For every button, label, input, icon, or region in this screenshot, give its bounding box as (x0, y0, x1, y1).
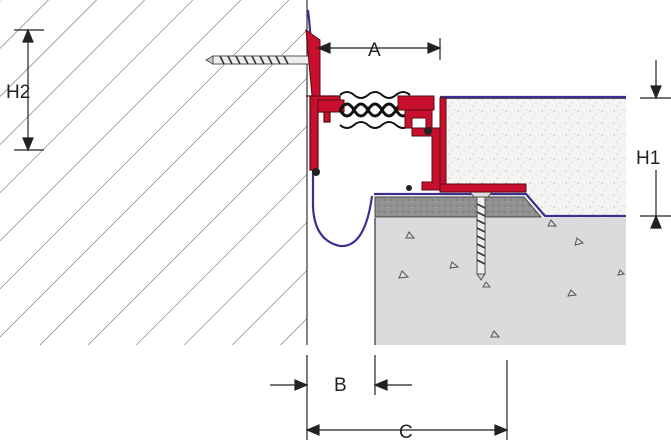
dimension-label-h1: H1 (636, 148, 660, 169)
dimension-label-b: B (334, 375, 347, 396)
wall-section (0, 0, 308, 345)
wall-anchor (204, 55, 314, 65)
wall-hatch (0, 0, 307, 345)
dimension-label-c: C (399, 422, 413, 440)
left-profile (305, 28, 345, 176)
dimension-label-a: A (368, 40, 381, 61)
aggregate-marks (398, 219, 626, 338)
slab-anchor (468, 191, 494, 281)
slab-body (375, 218, 626, 345)
compression-seal (338, 91, 412, 129)
concrete-slab (374, 218, 626, 345)
dimension-lines (14, 28, 671, 440)
right-profile (397, 95, 527, 193)
bedding-layer (374, 196, 543, 218)
dimension-label-h2: H2 (6, 82, 30, 103)
